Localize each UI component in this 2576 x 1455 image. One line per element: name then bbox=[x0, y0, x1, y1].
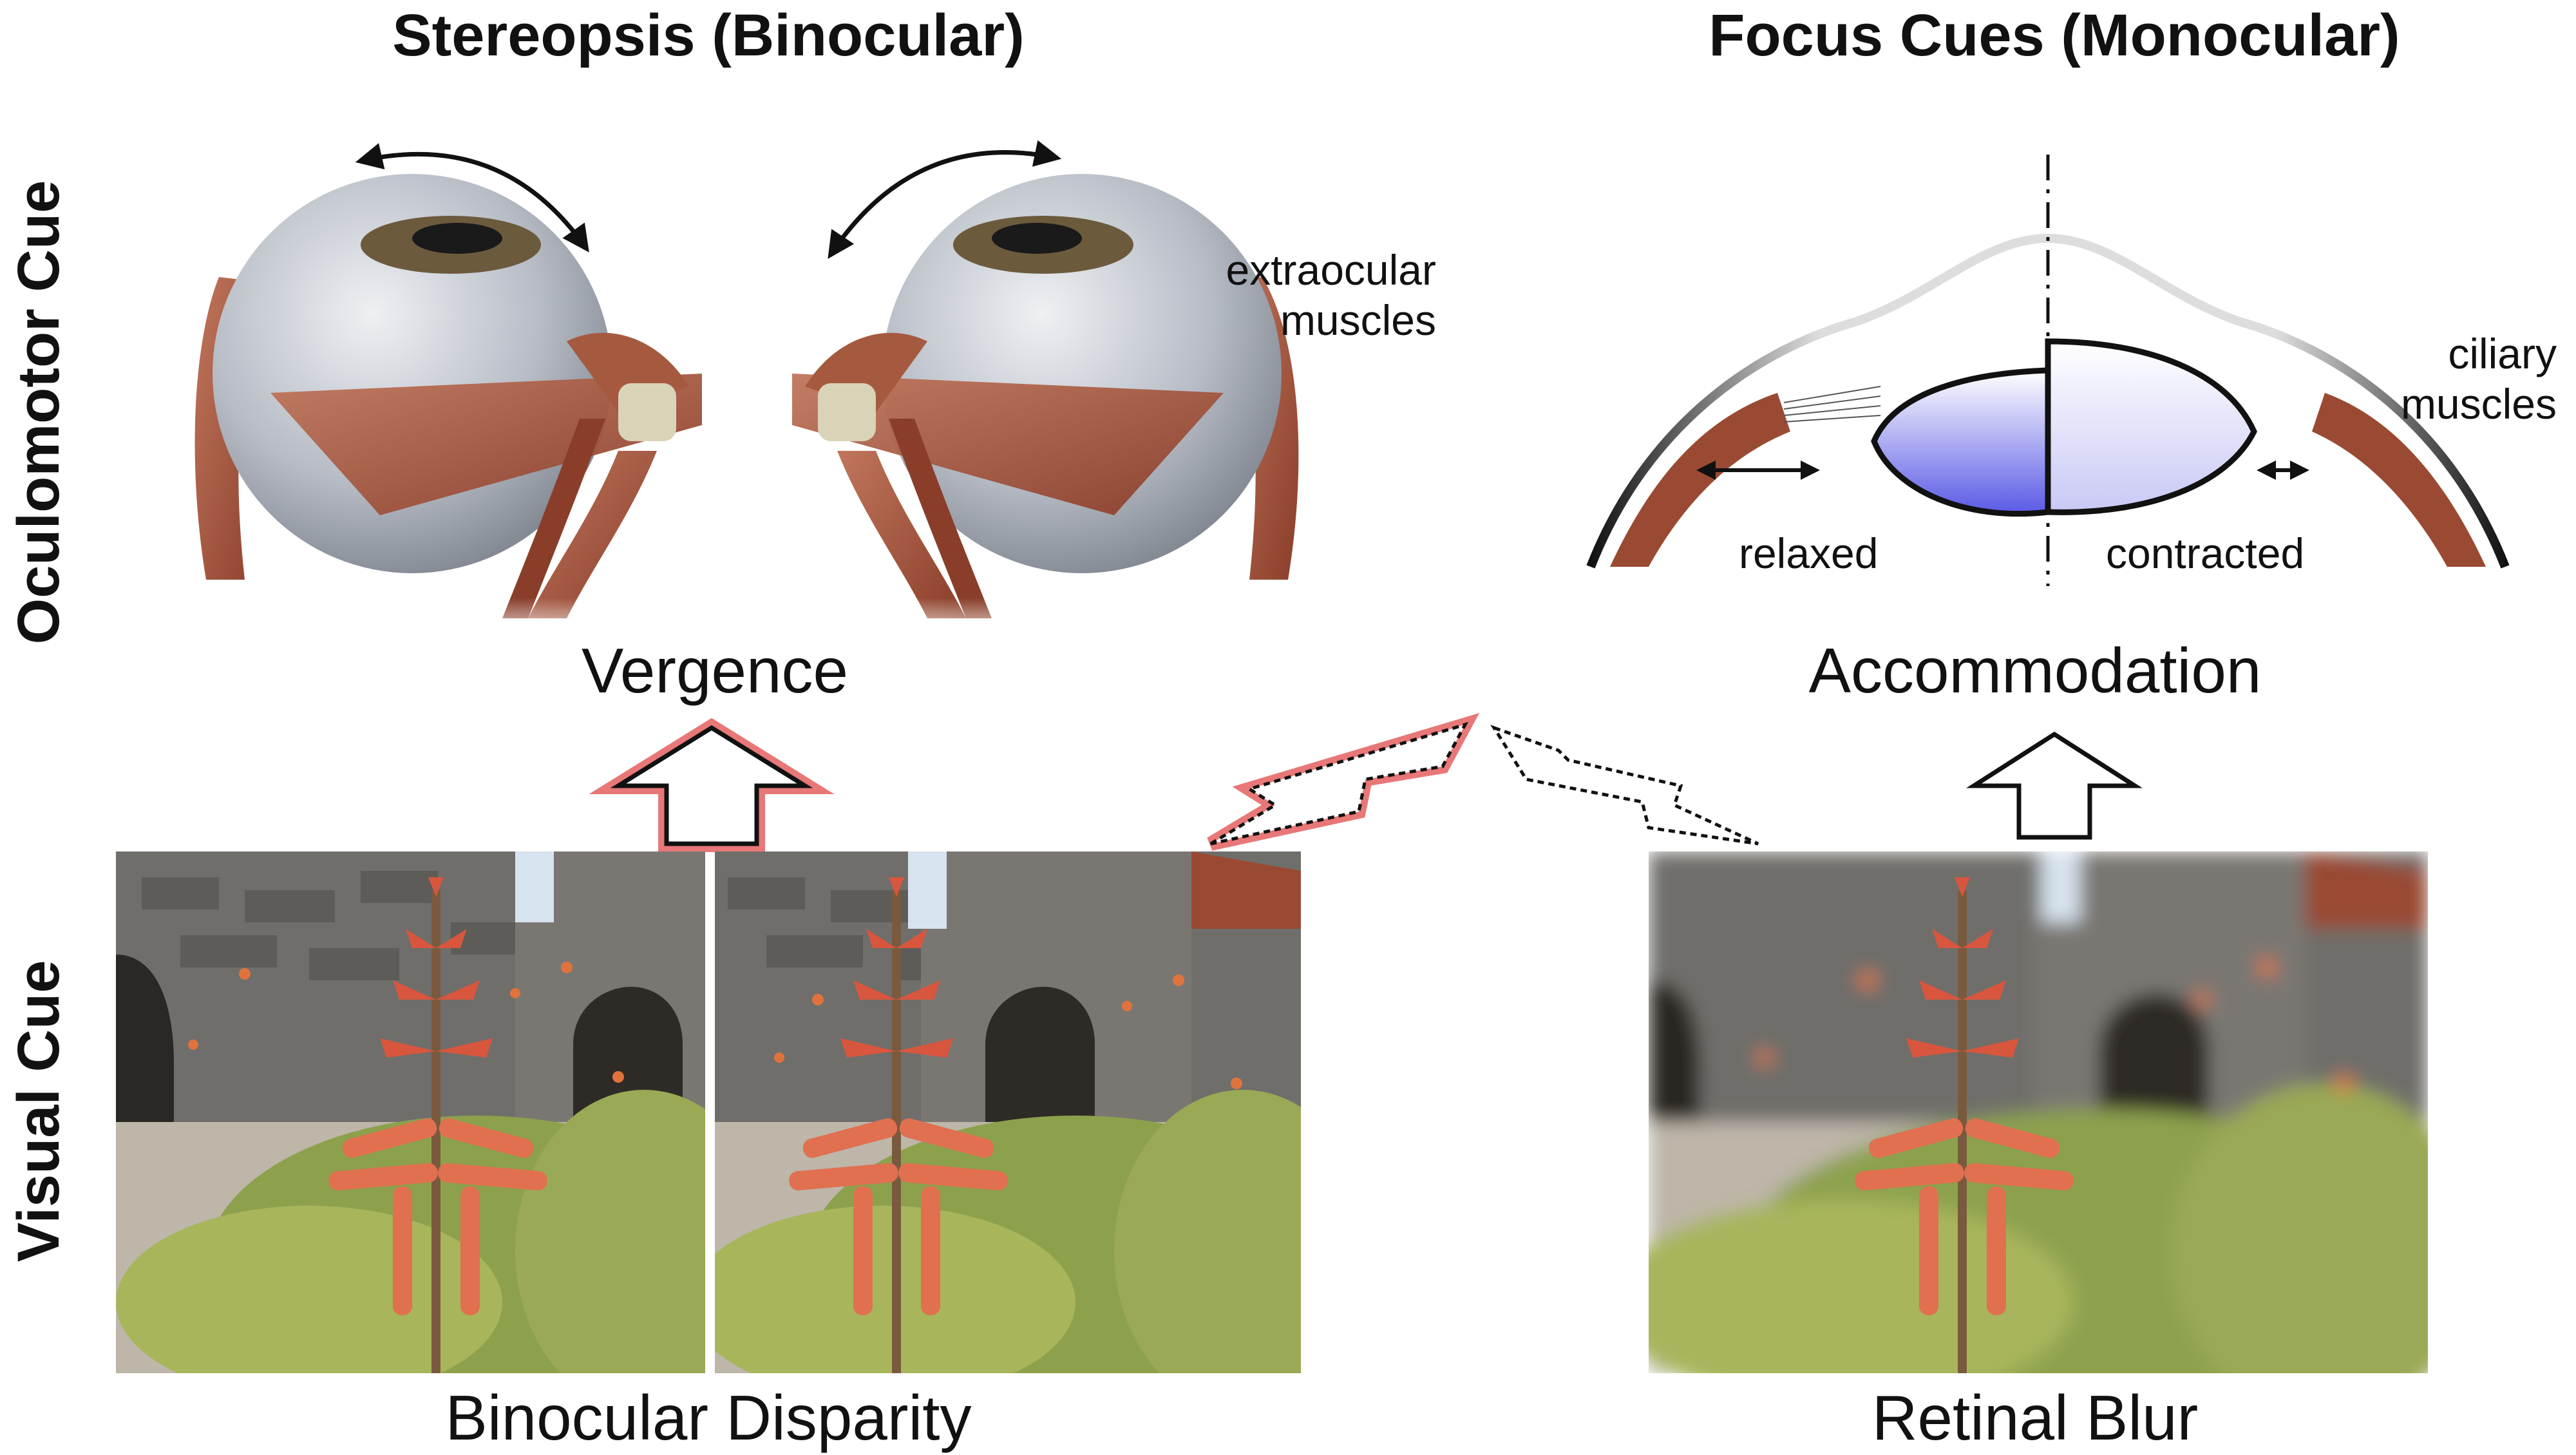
left-ciliary-muscle bbox=[1610, 393, 1790, 567]
accommodation-lens-illustration bbox=[1586, 155, 2510, 586]
visual-row-header: Visual Cue bbox=[6, 960, 71, 1262]
left-rotation-arrow bbox=[355, 143, 589, 252]
relaxed-lens-half bbox=[1871, 367, 2051, 517]
oculomotor-row-header: Oculomotor Cue bbox=[6, 180, 71, 645]
right-ciliary-muscle bbox=[2312, 393, 2486, 567]
accommodation-label: Accommodation bbox=[1808, 635, 2262, 706]
ciliary-muscles-label: ciliary muscles bbox=[2344, 328, 2557, 429]
binocular-disparity-label: Binocular Disparity bbox=[445, 1382, 972, 1453]
left-eyeball bbox=[167, 174, 747, 644]
extraocular-line-2: muscles bbox=[1280, 296, 1436, 344]
extraocular-line-1: extraocular bbox=[1226, 246, 1437, 294]
extraocular-muscles-label: extraocular muscles bbox=[1204, 245, 1437, 345]
ciliary-line-2: muscles bbox=[2400, 380, 2557, 428]
retinal-blur-label: Retinal Blur bbox=[1871, 1382, 2199, 1453]
blur-to-accommodation-arrow bbox=[1966, 731, 2143, 840]
disparity-to-vergence-arrow bbox=[589, 718, 835, 852]
contracted-lens-half bbox=[2045, 338, 2257, 515]
right-eyeball bbox=[747, 174, 1327, 644]
retinal-blur-photo bbox=[1649, 851, 2428, 1373]
stereopsis-header: Stereopsis (Binocular) bbox=[392, 3, 1025, 68]
blur-to-vergence-cross-arrow bbox=[1490, 725, 1759, 846]
focus-cues-header: Focus Cues (Monocular) bbox=[1709, 3, 2400, 68]
vergence-label: Vergence bbox=[581, 635, 849, 706]
disparity-to-accommodation-cross-arrow bbox=[1207, 712, 1480, 851]
left-stereo-photo bbox=[116, 851, 705, 1373]
right-rotation-arrow bbox=[828, 140, 1062, 259]
right-stereo-photo bbox=[715, 851, 1301, 1373]
relaxed-label: relaxed bbox=[1739, 529, 1879, 577]
contracted-label: contracted bbox=[2106, 529, 2305, 577]
vergence-eyes-illustration bbox=[167, 140, 1327, 644]
ciliary-line-1: ciliary bbox=[2448, 330, 2557, 377]
